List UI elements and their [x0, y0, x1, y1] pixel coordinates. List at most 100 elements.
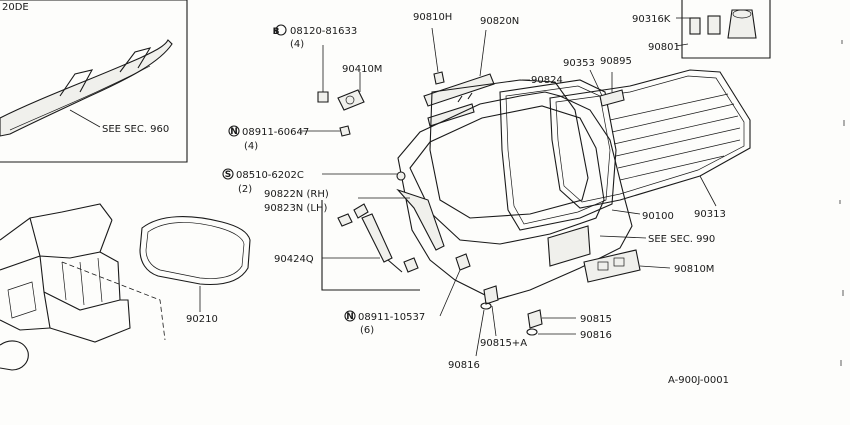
spoiler-fin-left: [59, 69, 94, 97]
finisher-light-1: [597, 261, 609, 271]
label-90815-a: 90815+A: [480, 338, 527, 349]
label-nut-ref-2: 08911-10537: [358, 312, 425, 323]
car-wheel: [0, 340, 29, 371]
label-see-sec-990: SEE SEC. 990: [648, 234, 715, 245]
label-90824: 90824: [531, 75, 563, 86]
car-trunk-well: [39, 251, 121, 311]
label-90210: 90210: [186, 314, 218, 325]
label-90810m: 90810M: [674, 264, 714, 275]
nut-leader-2: [439, 269, 461, 317]
glass-leader: [699, 175, 717, 207]
label-nut-ref-1: 08911-60647: [242, 127, 309, 138]
car-roof-line: [0, 203, 113, 241]
weatherstrip-outer: [139, 216, 251, 286]
weatherstrip-90210: [139, 216, 251, 312]
defroster-lines: [609, 93, 741, 181]
hinge-nut: [433, 71, 445, 85]
door-panel-leader: [611, 209, 641, 215]
label-90100: 90100: [642, 211, 674, 222]
car-trunk-opening: [29, 217, 113, 259]
see-sec-990-leader: [599, 235, 647, 239]
spoiler-inset-frame: [0, 0, 188, 163]
label-90313: 90313: [694, 209, 726, 220]
label-nut-qty-1: (4): [244, 141, 258, 152]
stopper-a-leader: [491, 305, 497, 337]
screw-08510: [396, 171, 406, 181]
label-90410m: 90410M: [342, 64, 382, 75]
label-bolt-ref: 08120-81633: [290, 26, 357, 37]
car-tail-lamp: [7, 281, 37, 319]
washer-leader-1: [475, 309, 485, 357]
back-door-panel: [322, 91, 647, 317]
back-door-glass: [549, 69, 751, 209]
label-90810h: 90810H: [413, 12, 452, 23]
strut-lower-mount: [403, 257, 419, 273]
car-dashed-leader: [61, 261, 166, 341]
nut-08911-60647: [339, 125, 351, 137]
weatherstrip-inner: [145, 222, 245, 279]
door-panel-outline: [397, 91, 633, 301]
spoiler-edge-line: [9, 65, 151, 131]
door-stoppers: [475, 285, 576, 357]
spoiler-fin-right: [119, 47, 152, 73]
hinge-bolts: [457, 92, 473, 103]
stopper-washer-90816: [480, 302, 492, 310]
strut-rod: [387, 259, 403, 273]
label-90801: 90801: [648, 42, 680, 53]
license-plate-area: [547, 225, 591, 267]
glass-inner-edge: [555, 75, 745, 203]
finisher-90810m: [583, 249, 641, 283]
hinge-leader: [431, 27, 439, 73]
strut-bracket-lines: [321, 200, 420, 291]
spoiler-leader: [69, 109, 101, 128]
symbol-b: B: [273, 27, 280, 37]
label-90822n: 90822N (RH): [264, 189, 329, 200]
stopper-90815: [527, 309, 543, 329]
label-screw-qty: (2): [238, 184, 252, 195]
strut-cylinder: [361, 213, 393, 263]
door-side-trim-90822n: [396, 188, 445, 251]
bolt-and-damper: [275, 24, 365, 137]
bolt-head: [317, 91, 329, 103]
hinge-lower-bracket: [427, 103, 475, 127]
label-bolt-qty: (4): [290, 39, 304, 50]
hinge-plate-leader: [479, 29, 487, 77]
symbol-n-circle-2: [344, 310, 356, 322]
clip-large-top: [732, 9, 752, 19]
car-body-illustration: [0, 203, 166, 371]
gas-strut-assembly: [321, 200, 420, 291]
clip-small-2: [707, 15, 721, 35]
label-diagram-code: A-900J-0001: [668, 375, 729, 386]
label-nut-qty-2: (6): [360, 325, 374, 336]
symbol-n-circle-1: [228, 125, 240, 137]
nut-08911-10537: [455, 253, 471, 271]
symbol-s: S: [225, 170, 231, 180]
glass-outline-90313: [549, 69, 751, 209]
damper-90410m: [337, 89, 365, 111]
symbol-n-1: N: [230, 127, 238, 137]
strut-upper-pin: [337, 213, 353, 227]
scan-edge-marks: [839, 40, 845, 366]
label-90316k: 90316K: [632, 14, 671, 25]
car-side-panel: [0, 319, 51, 331]
car-rear-window-base: [0, 255, 41, 271]
label-engine-code: 20DE: [2, 2, 29, 13]
hinge-assembly: [423, 27, 495, 127]
rear-finisher: [583, 249, 671, 283]
car-rear-bumper: [43, 291, 131, 343]
clip-large: [727, 9, 757, 39]
label-90815-b: 90815: [580, 314, 612, 325]
stopper-90815a: [483, 285, 499, 305]
car-trunk-detail: [61, 257, 103, 306]
bolt-symbol-b: [275, 24, 287, 36]
symbol-s-circle: [222, 168, 234, 180]
spoiler-body: [0, 39, 173, 137]
label-see-sec-960: SEE SEC. 960: [102, 124, 169, 135]
label-screw-ref: 08510-6202C: [236, 170, 304, 181]
symbol-n-2: N: [346, 312, 354, 322]
finisher-leader: [639, 265, 671, 269]
clips-inset: [675, 0, 771, 59]
glass-seal-90824: [429, 79, 589, 219]
